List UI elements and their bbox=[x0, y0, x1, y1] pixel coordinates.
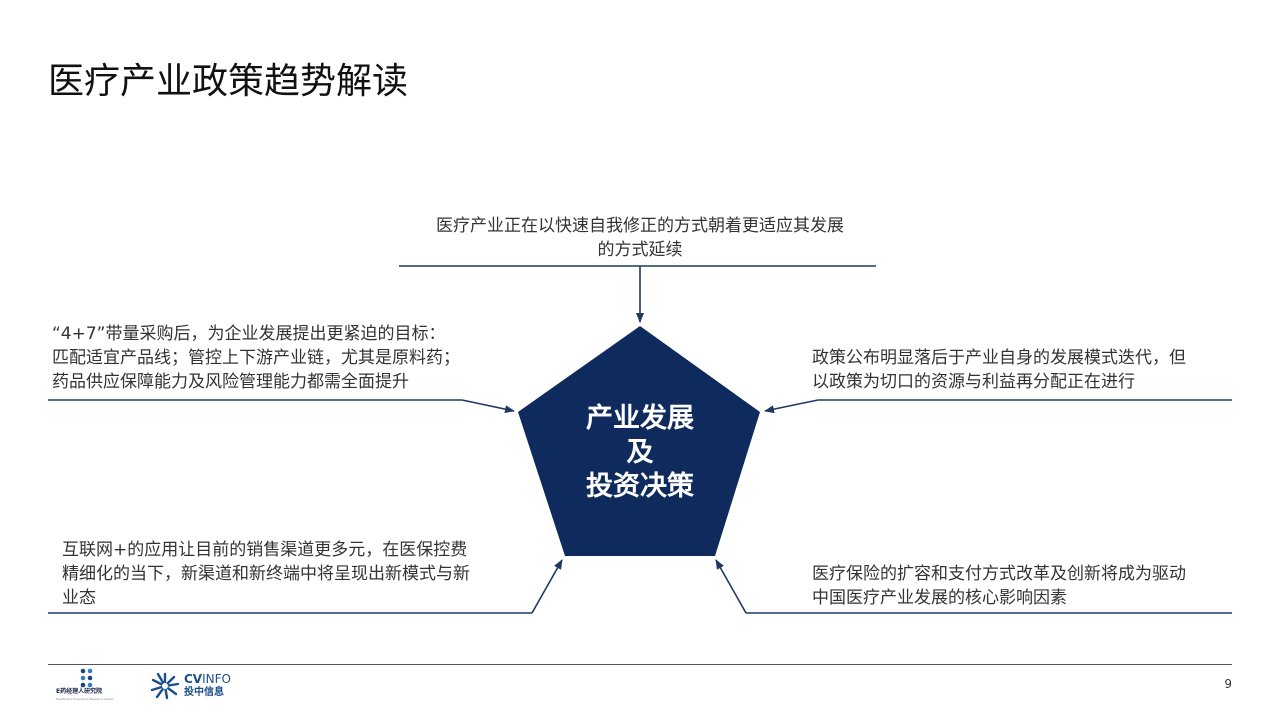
lower-left-arrow bbox=[531, 559, 563, 614]
point-lower-right-line-2: 中国医疗产业发展的核心影响因素 bbox=[812, 588, 1067, 608]
dot-grid-logo-icon bbox=[80, 668, 93, 688]
point-lower-right-line-1: 医疗保险的扩容和支付方式改革及创新将成为驱动 bbox=[812, 564, 1186, 584]
lower-right-arrow bbox=[715, 559, 747, 614]
cvinfo-logo: CVINFO 投中信息 bbox=[150, 672, 250, 702]
eyao-logo-name: E药经理人研究院 bbox=[56, 688, 103, 695]
point-upper-left-line-1: “4+7”带量采购后，为企业发展提出更紧迫的目标： bbox=[52, 324, 446, 344]
point-upper-right-line-1: 政策公布明显落后于产业自身的发展模式迭代，但 bbox=[812, 348, 1186, 368]
point-upper-left-line-3: 药品供应保障能力及风险管理能力都需全面提升 bbox=[52, 372, 409, 392]
point-upper-left: “4+7”带量采购后，为企业发展提出更紧迫的目标： 匹配适宜产品线；管控上下游产… bbox=[52, 322, 512, 394]
center-label: 产业发展 及 投资决策 bbox=[540, 402, 740, 504]
slide-title: 医疗产业政策趋势解读 bbox=[48, 61, 409, 102]
footer-divider bbox=[48, 664, 1232, 665]
point-lower-left-line-2: 精细化的当下，新渠道和新终端中将呈现出新模式与新 bbox=[62, 564, 470, 584]
point-top: 医疗产业正在以快速自我修正的方式朝着更适应其发展 的方式延续 bbox=[400, 214, 880, 262]
point-lower-left-line-1: 互联网+的应用让目前的销售渠道更多元，在医保控费 bbox=[62, 540, 468, 560]
center-pentagon bbox=[518, 326, 760, 556]
cvinfo-logo-name-en-bold: CV bbox=[184, 672, 203, 686]
page-number: 9 bbox=[1224, 677, 1232, 691]
point-lower-left: 互联网+的应用让目前的销售渠道更多元，在医保控费 精细化的当下，新渠道和新终端中… bbox=[62, 538, 522, 610]
center-label-line-3: 投资决策 bbox=[586, 471, 694, 502]
upper-left-arrow bbox=[461, 399, 515, 414]
starburst-logo-icon bbox=[150, 672, 180, 700]
point-lower-left-line-3: 业态 bbox=[62, 588, 96, 608]
point-top-line-1: 医疗产业正在以快速自我修正的方式朝着更适应其发展 bbox=[436, 216, 844, 236]
point-upper-right-line-2: 以政策为切口的资源与利益再分配正在进行 bbox=[812, 372, 1135, 392]
upper-right-arrow bbox=[764, 399, 819, 414]
cvinfo-logo-name-en: CVINFO bbox=[184, 673, 231, 686]
eyao-logo: E药经理人研究院 Healthcare Executive Research C… bbox=[56, 668, 122, 704]
center-label-line-2: 及 bbox=[626, 437, 654, 468]
eyao-logo-subtitle: Healthcare Executive Research Center bbox=[56, 697, 114, 701]
cvinfo-logo-name-en-light: INFO bbox=[202, 672, 231, 686]
point-upper-right: 政策公布明显落后于产业自身的发展模式迭代，但 以政策为切口的资源与利益再分配正在… bbox=[812, 346, 1242, 394]
point-top-line-2: 的方式延续 bbox=[597, 240, 683, 260]
cvinfo-logo-name-cn: 投中信息 bbox=[184, 687, 224, 698]
point-lower-right: 医疗保险的扩容和支付方式改革及创新将成为驱动 中国医疗产业发展的核心影响因素 bbox=[812, 562, 1242, 610]
center-label-line-1: 产业发展 bbox=[586, 403, 694, 434]
point-upper-left-line-2: 匹配适宜产品线；管控上下游产业链，尤其是原料药； bbox=[52, 348, 460, 368]
